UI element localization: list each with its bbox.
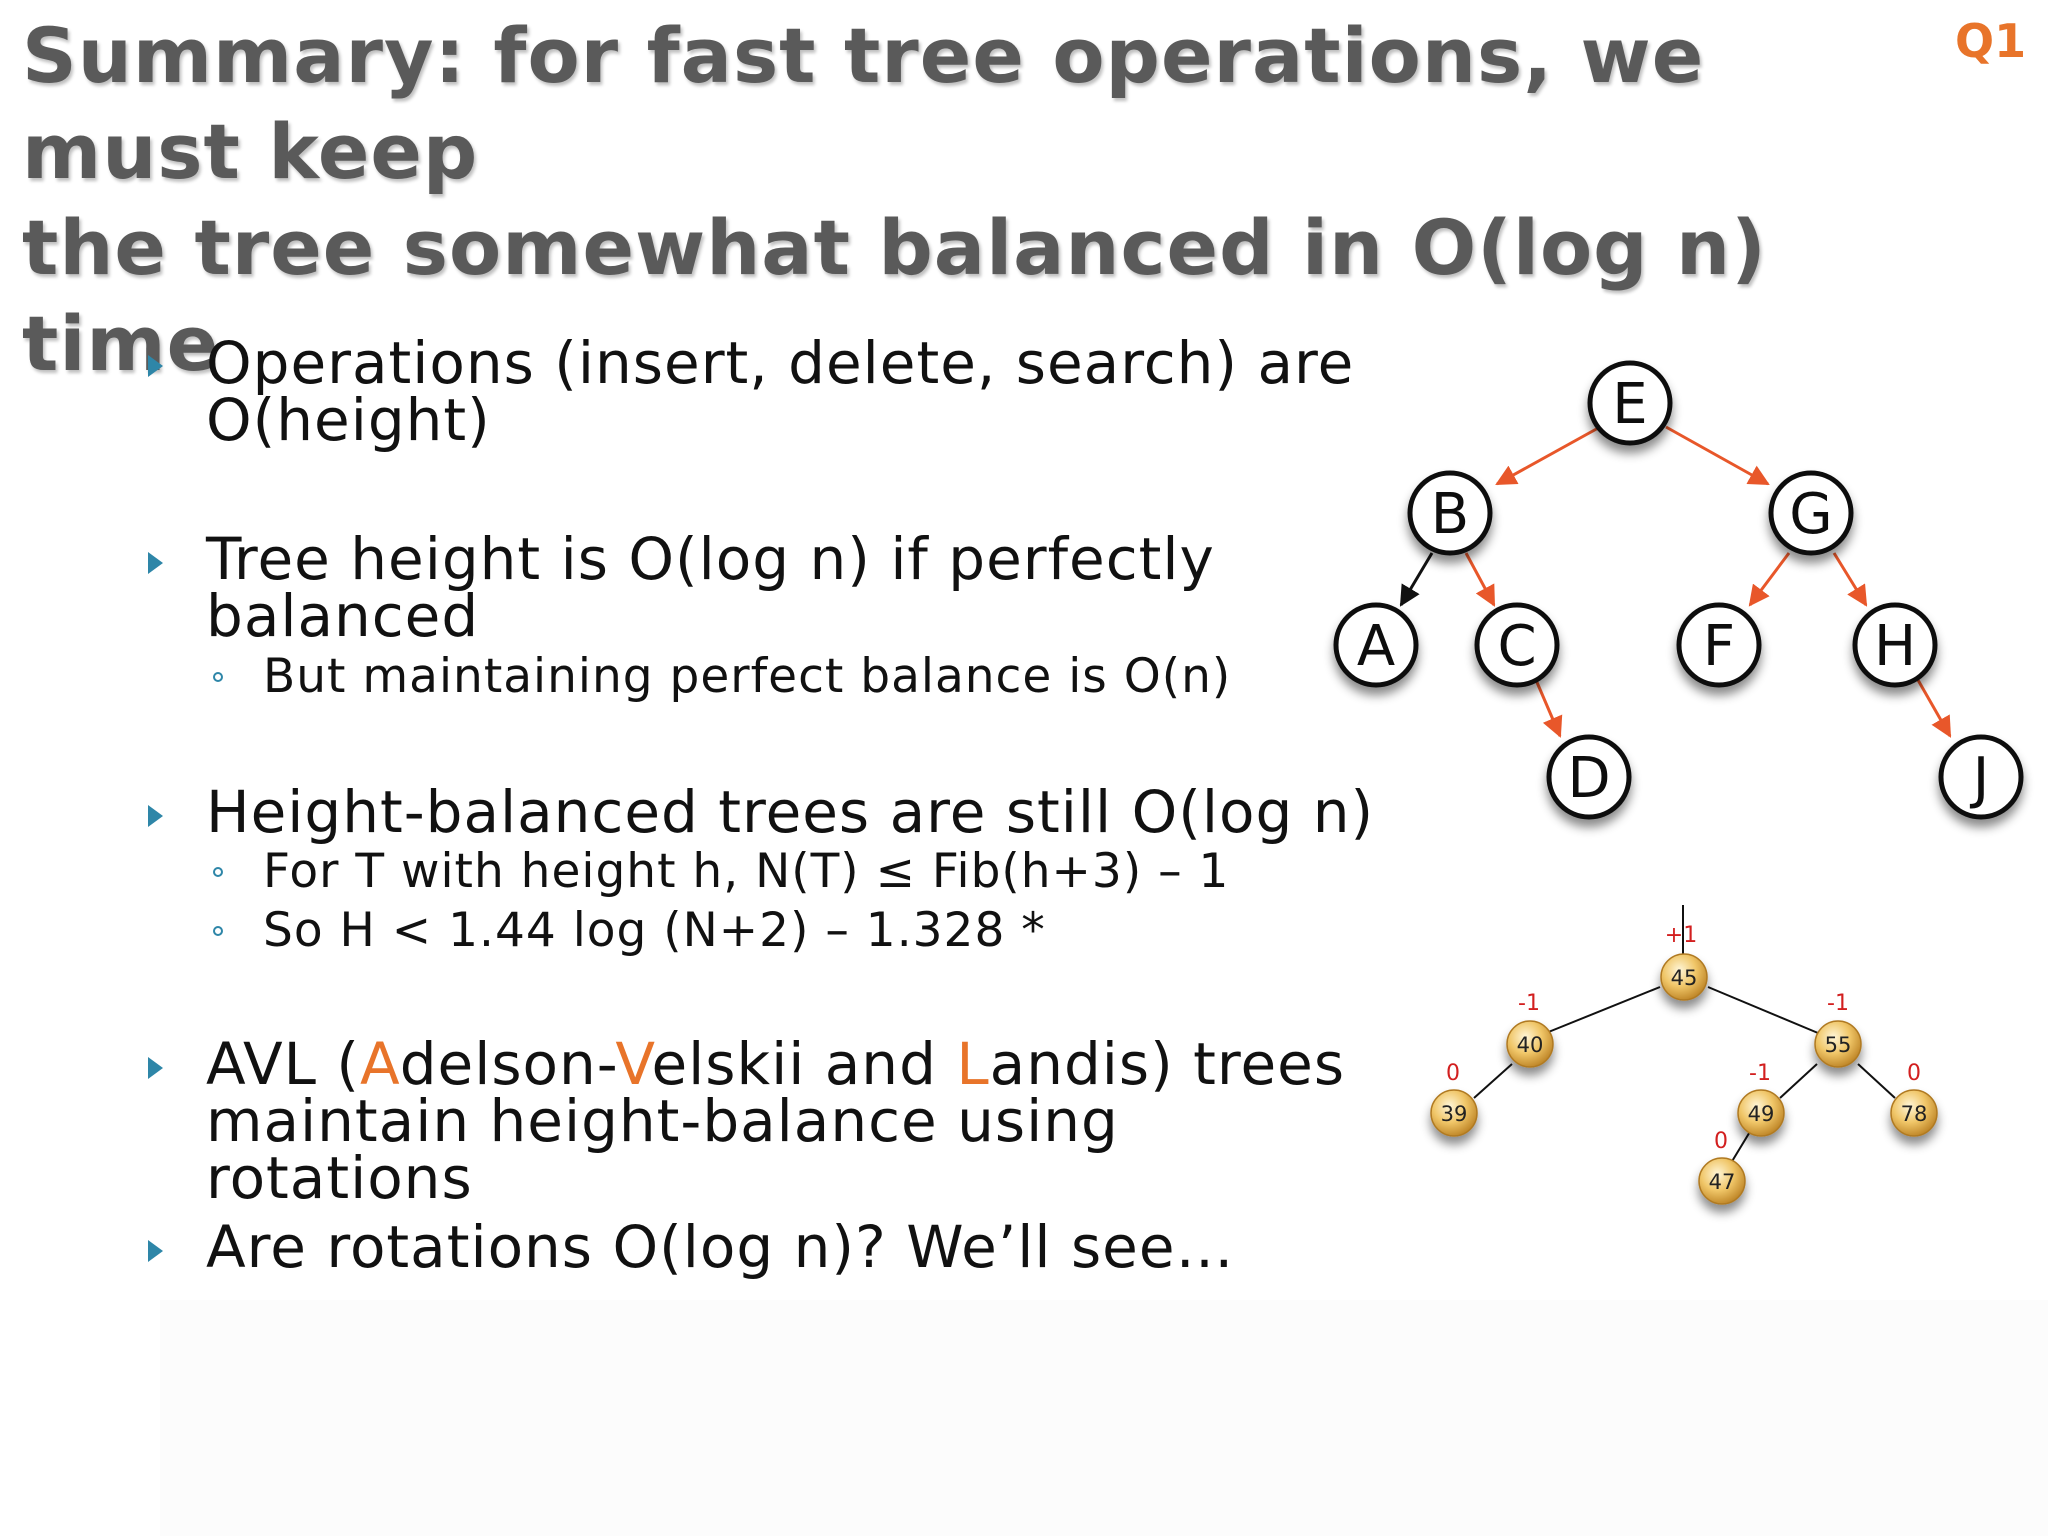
avl-node-39: 0 39 (1430, 1061, 1478, 1137)
svg-text:J: J (1970, 746, 1990, 811)
edge-b-a (1399, 552, 1434, 607)
bullet-2-line-1: Tree height is O(log n) if perfectly (206, 525, 1215, 593)
svg-text:C: C (1497, 614, 1536, 679)
avl-letter-a: A (360, 1030, 400, 1098)
tree-node-j: J (1938, 734, 2024, 820)
background-strip (160, 1300, 2048, 1536)
svg-text:45: 45 (1671, 966, 1698, 990)
bullet-2-line-2: balanced (206, 582, 480, 650)
sub-bullet-circle-icon (213, 867, 223, 877)
bullet-1-line-2: O(height) (206, 386, 491, 454)
svg-text:-1: -1 (1827, 991, 1849, 1016)
svg-text:55: 55 (1825, 1033, 1852, 1057)
avl-node-45: +1 45 (1660, 923, 1708, 1001)
title-line-1: Summary: for fast tree operations, we mu… (22, 11, 1705, 196)
avl-node-40: -1 40 (1506, 991, 1554, 1068)
bullet-4-line-3: rotations (206, 1144, 473, 1212)
edge-g-h (1832, 552, 1868, 607)
tree-node-c: C (1474, 602, 1560, 688)
edge-b-c (1464, 552, 1496, 607)
edge-e-g (1665, 425, 1770, 486)
edge-h-j (1916, 679, 1952, 738)
svg-text:A: A (1357, 614, 1395, 679)
bullet-arrow-icon (148, 552, 163, 574)
bullet-3-sub-2: So H < 1.44 log (N+2) – 1.328 * (263, 903, 1046, 958)
avl-text: andis) trees (989, 1030, 1346, 1098)
avl-text: delson- (399, 1030, 616, 1098)
edge-e-b (1495, 425, 1601, 486)
bullet-arrow-icon (148, 805, 163, 827)
bullet-4-line-2: maintain height-balance using (206, 1087, 1119, 1155)
avl-node-49: -1 49 (1737, 1061, 1785, 1137)
avl-letter-l: L (956, 1030, 990, 1098)
svg-text:40: 40 (1517, 1033, 1544, 1057)
svg-text:D: D (1567, 746, 1610, 811)
tree-node-d: D (1546, 734, 1632, 820)
svg-text:-1: -1 (1749, 1061, 1771, 1086)
svg-text:47: 47 (1709, 1170, 1736, 1194)
avl-text: elskii and (651, 1030, 957, 1098)
bullet-arrow-icon (148, 1057, 163, 1079)
svg-text:0: 0 (1446, 1061, 1460, 1086)
avl-node-78: 0 78 (1890, 1061, 1938, 1137)
bullet-1-line-1: Operations (insert, delete, search) are (206, 329, 1355, 397)
svg-text:F: F (1703, 614, 1735, 679)
svg-text:0: 0 (1714, 1129, 1728, 1154)
svg-text:H: H (1874, 614, 1916, 679)
svg-text:78: 78 (1901, 1102, 1928, 1126)
tree-node-h: H (1852, 602, 1938, 688)
avl-node-47: 0 47 (1698, 1129, 1746, 1205)
bullet-3-sub-1: For T with height h, N(T) ≤ Fib(h+3) – 1 (263, 844, 1230, 899)
avl-letter-v: V (615, 1030, 652, 1098)
svg-text:0: 0 (1907, 1061, 1921, 1086)
bullet-4-line-1: AVL (Adelson-Velskii and Landis) trees (206, 1035, 1345, 1093)
svg-text:E: E (1612, 372, 1647, 437)
sub-bullet-circle-icon (213, 926, 223, 936)
tree-node-f: F (1676, 602, 1762, 688)
svg-text:B: B (1431, 482, 1469, 547)
avl-text: AVL ( (206, 1030, 361, 1098)
avl-node-55: -1 55 (1814, 991, 1862, 1068)
tree-node-b: B (1407, 470, 1493, 556)
tree-node-a: A (1333, 602, 1419, 688)
bullet-3-line-1: Height-balanced trees are still O(log n) (206, 778, 1375, 846)
svg-text:G: G (1789, 482, 1832, 547)
svg-text:+1: +1 (1665, 923, 1697, 948)
question-tag: Q1 (1955, 14, 2027, 68)
tree-node-g: G (1768, 470, 1854, 556)
bullet-5-line-1: Are rotations O(log n)? We’ll see… (206, 1213, 1235, 1281)
tree-node-e: E (1587, 360, 1673, 446)
bullet-arrow-icon (148, 1240, 163, 1262)
svg-text:39: 39 (1441, 1102, 1468, 1126)
title-line-2: the tree somewhat balanced in O(log n) t… (22, 203, 1767, 388)
svg-text:-1: -1 (1518, 991, 1540, 1016)
slide-title: Summary: for fast tree operations, we mu… (22, 8, 1922, 392)
bullet-2-sub-1: But maintaining perfect balance is O(n) (263, 649, 1232, 704)
edge-g-f (1748, 552, 1791, 607)
sub-bullet-circle-icon (213, 672, 223, 682)
edge-c-d (1534, 679, 1563, 738)
svg-text:49: 49 (1748, 1102, 1775, 1126)
bullet-arrow-icon (148, 355, 163, 377)
avl-tree-diagram: +1 45 -1 40 -1 55 0 39 -1 49 0 78 (1430, 905, 1938, 1205)
